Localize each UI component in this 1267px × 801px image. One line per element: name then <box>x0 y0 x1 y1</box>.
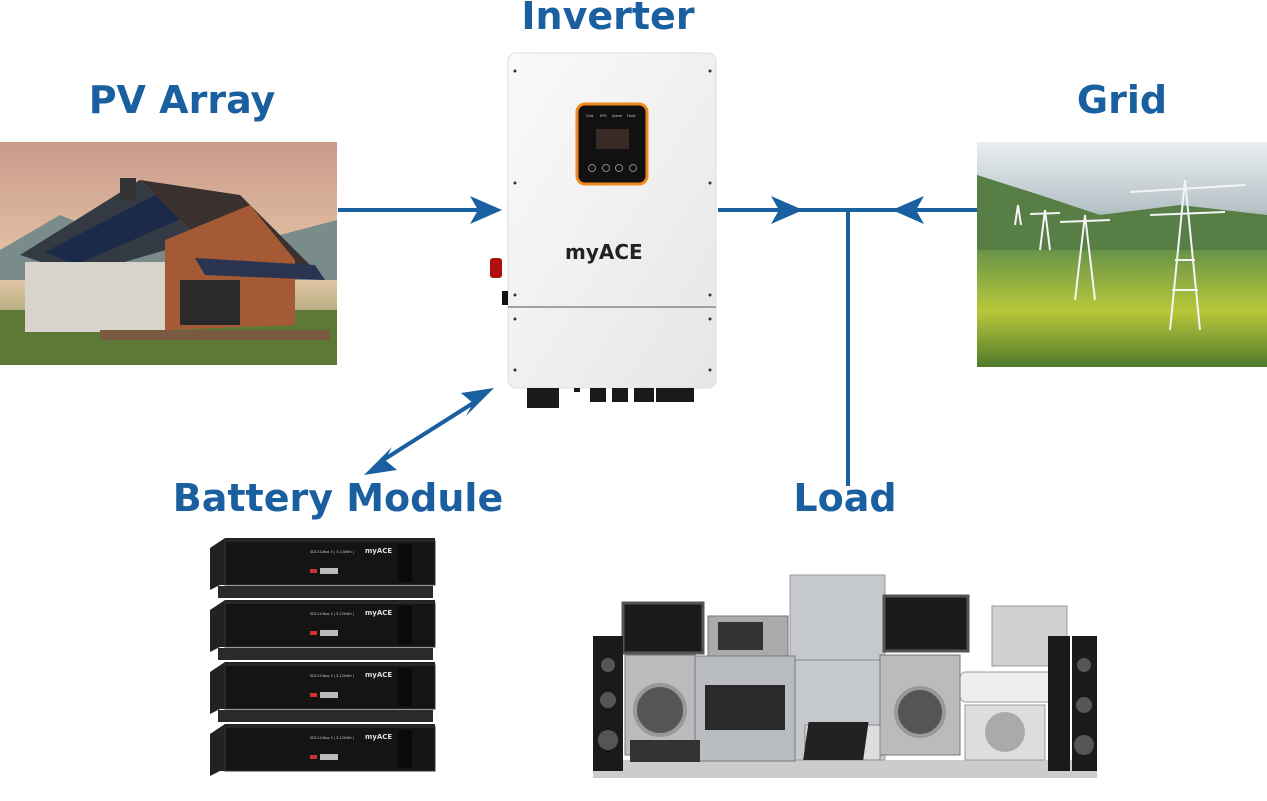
battery-brand-logo: myACE <box>365 547 392 555</box>
inverter-indicators: Grid EPS Alarm Fault <box>586 114 636 118</box>
battery-module: SDC10-Box 5 | 5.12kWh | myACE <box>210 600 436 660</box>
pv-array-image <box>0 142 337 365</box>
battery-module-label: Battery Module <box>172 476 504 520</box>
battery-model-label: SDC10-Box 5 | 5.12kWh | <box>310 736 354 740</box>
svg-text:Alarm: Alarm <box>612 114 623 118</box>
battery-model-label: SDC10-Box 5 | 5.12kWh | <box>310 612 354 616</box>
battery-brand-logo: myACE <box>365 671 392 679</box>
battery-module: SDC10-Box 5 | 5.12kWh | myACE <box>210 538 436 598</box>
svg-text:Grid: Grid <box>586 114 593 118</box>
arrow-up-icon <box>461 388 494 416</box>
battery-module: SDC10-Box 5 | 5.12kWh | myACE <box>210 724 436 776</box>
grid-label: Grid <box>1076 78 1168 122</box>
arrow-left-icon <box>892 196 924 224</box>
battery-module: SDC10-Box 5 | 5.12kWh | myACE <box>210 662 436 722</box>
load-label: Load <box>793 476 897 520</box>
inverter-label: Inverter <box>521 0 695 38</box>
battery-brand-logo: myACE <box>365 733 392 741</box>
dc-switch <box>490 258 502 278</box>
arrow-to-inverter-icon <box>470 196 502 224</box>
inverter-brand-logo: myACE <box>565 240 643 264</box>
svg-text:Fault: Fault <box>627 114 636 118</box>
load-appliances-image <box>593 574 1097 778</box>
grid-image <box>977 142 1267 367</box>
svg-text:EPS: EPS <box>600 114 607 118</box>
battery-inverter-line <box>378 398 480 464</box>
pv-array-label: PV Array <box>88 78 276 122</box>
battery-model-label: SDC10-Box 5 | 5.12kWh | <box>310 550 354 554</box>
arrow-right-icon <box>771 196 803 224</box>
battery-brand-logo: myACE <box>365 609 392 617</box>
inverter-image <box>490 52 717 408</box>
battery-model-label: SDC10-Box 5 | 5.12kWh | <box>310 674 354 678</box>
arrow-down-icon <box>364 447 397 475</box>
